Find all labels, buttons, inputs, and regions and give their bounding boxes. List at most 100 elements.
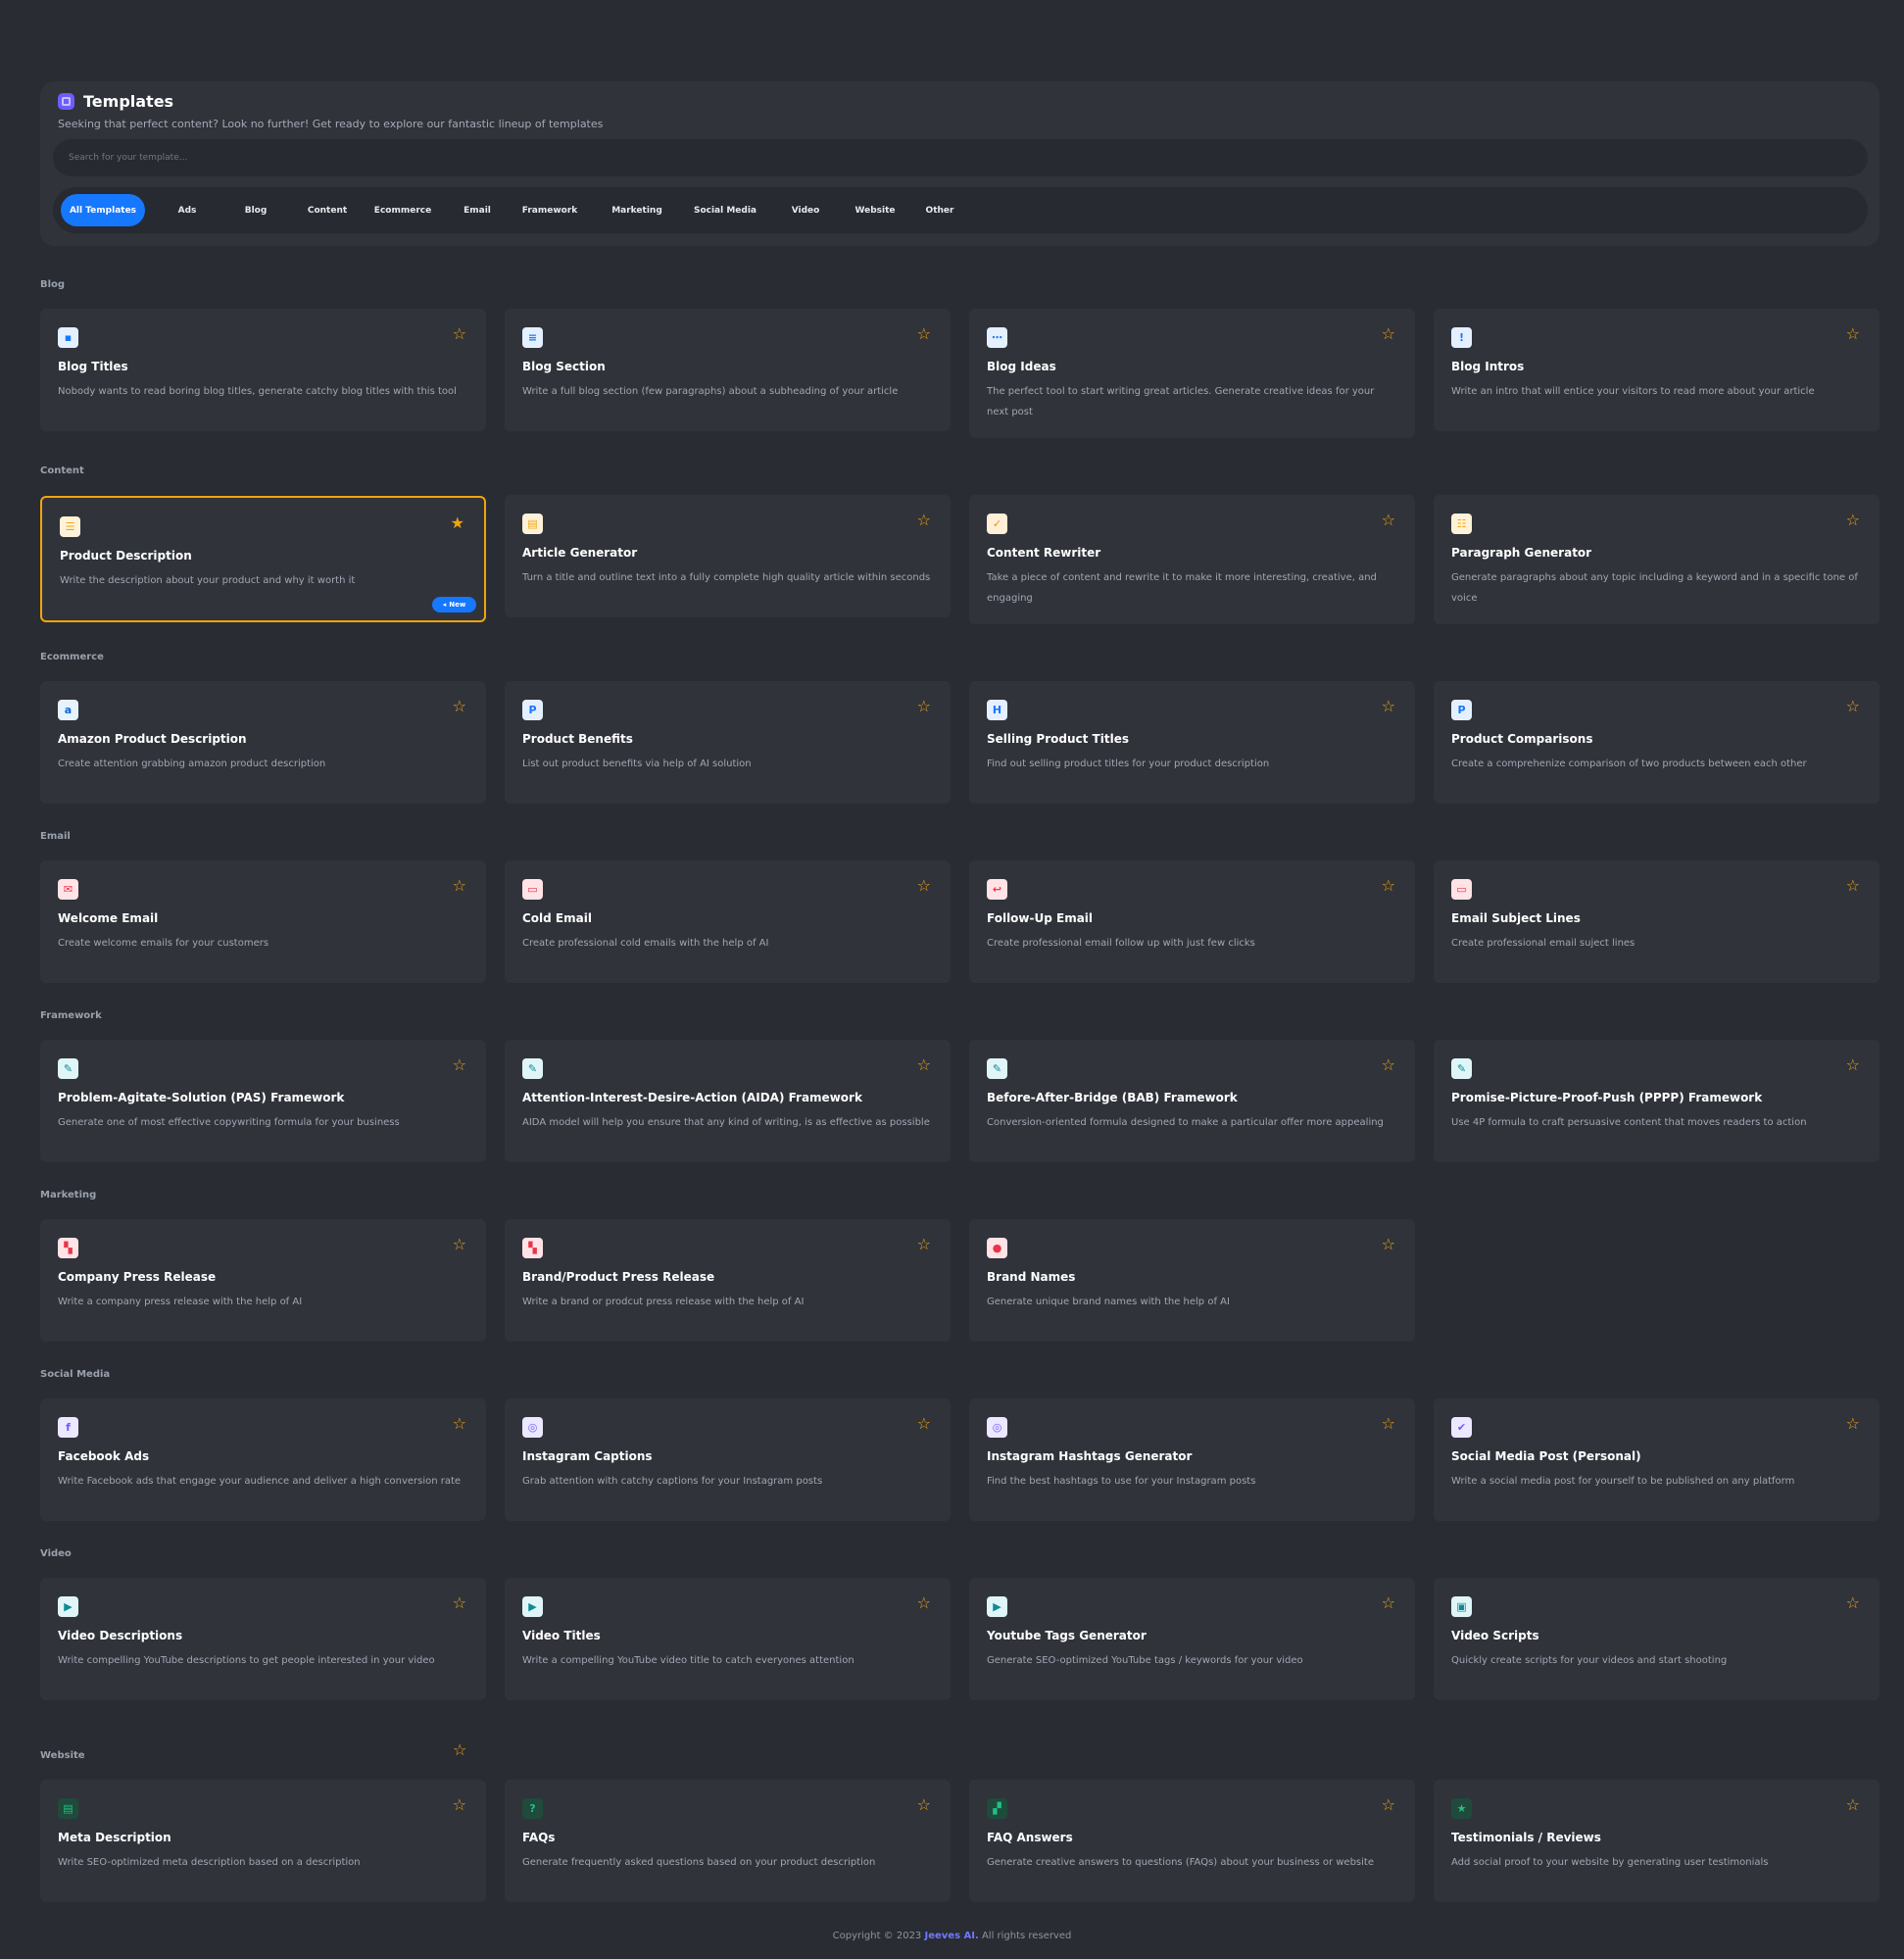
star-outline-icon[interactable]: ☆ bbox=[452, 324, 466, 343]
star-outline-icon[interactable]: ☆ bbox=[1845, 876, 1860, 895]
star-outline-icon[interactable]: ☆ bbox=[452, 876, 466, 895]
star-outline-icon[interactable]: ☆ bbox=[452, 1414, 466, 1433]
card-title: Video Scripts bbox=[1451, 1629, 1539, 1642]
tab-website[interactable]: Website bbox=[854, 205, 896, 216]
tab-all-templates[interactable]: All Templates bbox=[61, 194, 145, 226]
new-badge: ◂New bbox=[432, 597, 476, 612]
card-title: Paragraph Generator bbox=[1451, 546, 1592, 560]
footer-brand-link[interactable]: Jeeves AI. bbox=[924, 1931, 979, 1941]
star-outline-icon[interactable]: ☆ bbox=[452, 1795, 466, 1814]
star-outline-icon[interactable]: ☆ bbox=[916, 1414, 931, 1433]
star-outline-icon[interactable]: ☆ bbox=[916, 324, 931, 343]
star-outline-icon[interactable]: ☆ bbox=[452, 1593, 466, 1612]
tab-email[interactable]: Email bbox=[464, 205, 491, 216]
card-title: Testimonials / Reviews bbox=[1451, 1831, 1601, 1844]
star-outline-icon[interactable]: ☆ bbox=[1845, 1593, 1860, 1612]
favorite-star-icon[interactable]: ☆ bbox=[453, 1740, 467, 1759]
star-outline-icon[interactable]: ☆ bbox=[1381, 1593, 1395, 1612]
page-title: Templates bbox=[83, 92, 174, 111]
tab-social-media[interactable]: Social Media bbox=[693, 205, 757, 216]
search-bar[interactable] bbox=[53, 139, 1868, 176]
tab-content[interactable]: Content bbox=[307, 205, 348, 216]
star-outline-icon[interactable]: ☆ bbox=[1845, 697, 1860, 715]
question-bubble-icon: ? bbox=[522, 1798, 543, 1819]
star-outline-icon[interactable]: ☆ bbox=[916, 876, 931, 895]
facebook-icon: f bbox=[58, 1417, 78, 1438]
star-outline-icon[interactable]: ☆ bbox=[916, 1795, 931, 1814]
card-title: Instagram Hashtags Generator bbox=[987, 1449, 1193, 1463]
card-description: Write a social media post for yourself t… bbox=[1451, 1476, 1795, 1487]
checklist-icon: ☰ bbox=[60, 516, 80, 537]
chat-pair-icon: ▞ bbox=[987, 1798, 1007, 1819]
star-outline-icon[interactable]: ☆ bbox=[1381, 1414, 1395, 1433]
star-outline-icon[interactable]: ☆ bbox=[1381, 1235, 1395, 1253]
star-outline-icon[interactable]: ☆ bbox=[1381, 1795, 1395, 1814]
star-outline-icon[interactable]: ☆ bbox=[1845, 1795, 1860, 1814]
star-outline-icon[interactable]: ☆ bbox=[452, 1055, 466, 1074]
star-outline-icon[interactable]: ☆ bbox=[1381, 876, 1395, 895]
star-outline-icon[interactable]: ☆ bbox=[916, 697, 931, 715]
template-card-problem-agitate-solution-pas-framework[interactable]: ✎☆Problem-Agitate-Solution (PAS) Framewo… bbox=[40, 1040, 486, 1162]
star-outline-icon[interactable]: ☆ bbox=[1381, 324, 1395, 343]
star-outline-icon[interactable]: ☆ bbox=[452, 1235, 466, 1253]
star-outline-icon[interactable]: ☆ bbox=[916, 511, 931, 529]
tab-framework[interactable]: Framework bbox=[521, 205, 578, 216]
star-outline-icon[interactable]: ☆ bbox=[916, 1235, 931, 1253]
star-outline-icon[interactable]: ☆ bbox=[1845, 324, 1860, 343]
star-outline-icon[interactable]: ☆ bbox=[1845, 1055, 1860, 1074]
search-input[interactable] bbox=[53, 139, 1868, 176]
star-outline-icon[interactable]: ☆ bbox=[1845, 1414, 1860, 1433]
star-outline-icon[interactable]: ☆ bbox=[916, 1593, 931, 1612]
star-outline-icon[interactable]: ☆ bbox=[1381, 1055, 1395, 1074]
tab-video[interactable]: Video bbox=[791, 205, 820, 216]
template-card-promise-picture-proof-push-pppp-framework[interactable]: ✎☆Promise-Picture-Proof-Push (PPPP) Fram… bbox=[1434, 1040, 1880, 1162]
card-description: Write an intro that will entice your vis… bbox=[1451, 386, 1815, 397]
star-outline-icon[interactable]: ☆ bbox=[916, 1055, 931, 1074]
star-outline-icon[interactable]: ☆ bbox=[1381, 697, 1395, 715]
star-outline-icon[interactable]: ☆ bbox=[1845, 511, 1860, 529]
tab-other[interactable]: Other bbox=[925, 205, 954, 216]
tab-marketing[interactable]: Marketing bbox=[611, 205, 662, 216]
star-sparkle-icon[interactable]: ★ bbox=[450, 514, 464, 532]
tab-ads[interactable]: Ads bbox=[177, 205, 197, 216]
footer-rights: All rights reserved bbox=[981, 1931, 1072, 1941]
template-card-social-media-post-personal[interactable]: ✔☆Social Media Post (Personal)Write a so… bbox=[1434, 1398, 1880, 1521]
star-outline-icon[interactable]: ☆ bbox=[1381, 511, 1395, 529]
tab-ecommerce[interactable]: Ecommerce bbox=[373, 205, 432, 216]
star-outline-icon[interactable]: ☆ bbox=[452, 697, 466, 715]
templates-icon bbox=[58, 93, 74, 110]
template-card-attention-interest-desire-action-aida-framework[interactable]: ✎☆Attention-Interest-Desire-Action (AIDA… bbox=[505, 1040, 951, 1162]
tab-blog[interactable]: Blog bbox=[244, 205, 268, 216]
